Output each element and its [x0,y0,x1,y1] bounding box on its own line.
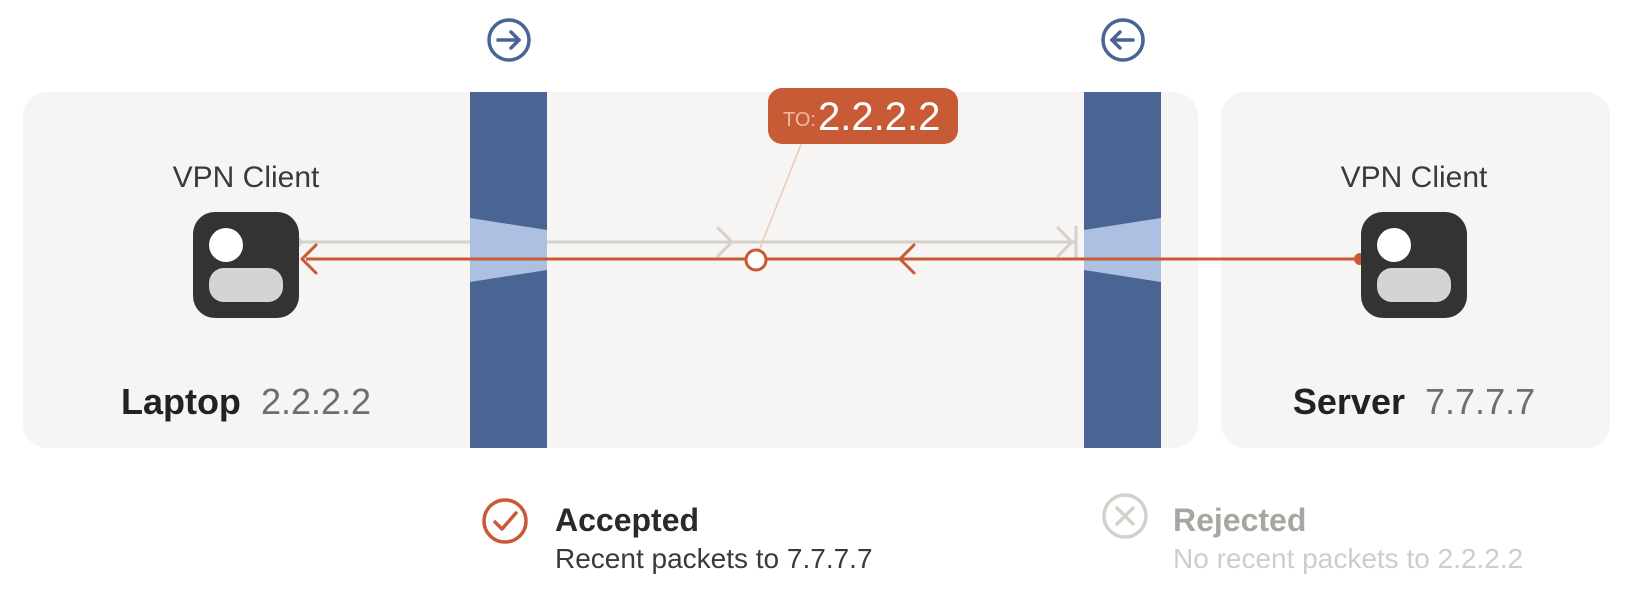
arrow-left-circle-icon [1101,18,1145,62]
server-node: VPN Client Server 7.7.7.7 [1293,161,1535,422]
accepted-status: Accepted Recent packets to 7.7.7.7 [482,498,873,574]
laptop-caption: VPN Client [173,161,320,194]
x-circle-icon [1102,493,1148,539]
left-firewall [470,92,547,448]
return-path [300,141,1366,275]
left-firewall-opening [470,218,547,282]
server-ip: 7.7.7.7 [1425,381,1535,422]
packet-label: TO: 2.2.2.2 [768,88,958,144]
laptop-node: VPN Client Laptop 2.2.2.2 [121,161,371,422]
packet-label-address: 2.2.2.2 [818,95,940,139]
vpn-client-icon [193,212,299,318]
left-panel [23,92,1198,448]
server-label: Server 7.7.7.7 [1293,381,1535,422]
rejected-status: Rejected No recent packets to 2.2.2.2 [1102,493,1523,574]
accepted-title: Accepted [555,502,699,538]
vpn-client-icon [1361,212,1467,318]
packet-label-prefix: TO: [783,109,816,131]
return-end-arrow [300,243,318,275]
laptop-ip: 2.2.2.2 [261,381,371,422]
right-firewall-opening [1084,218,1161,282]
outgoing-arrow-head [716,226,734,258]
return-arrow-head [898,243,916,275]
check-circle-icon [482,498,528,544]
right-firewall [1084,92,1161,448]
laptop-name: Laptop [121,381,241,422]
outgoing-end-arrow [1056,226,1074,258]
rejected-title: Rejected [1173,502,1306,538]
server-name: Server [1293,381,1405,422]
server-caption: VPN Client [1341,161,1488,194]
packet-label-leader [755,141,803,259]
accepted-detail: Recent packets to 7.7.7.7 [555,543,873,574]
laptop-label: Laptop 2.2.2.2 [121,381,371,422]
rejected-detail: No recent packets to 2.2.2.2 [1173,543,1523,574]
packet-marker [744,248,768,272]
arrow-right-circle-icon [487,18,531,62]
